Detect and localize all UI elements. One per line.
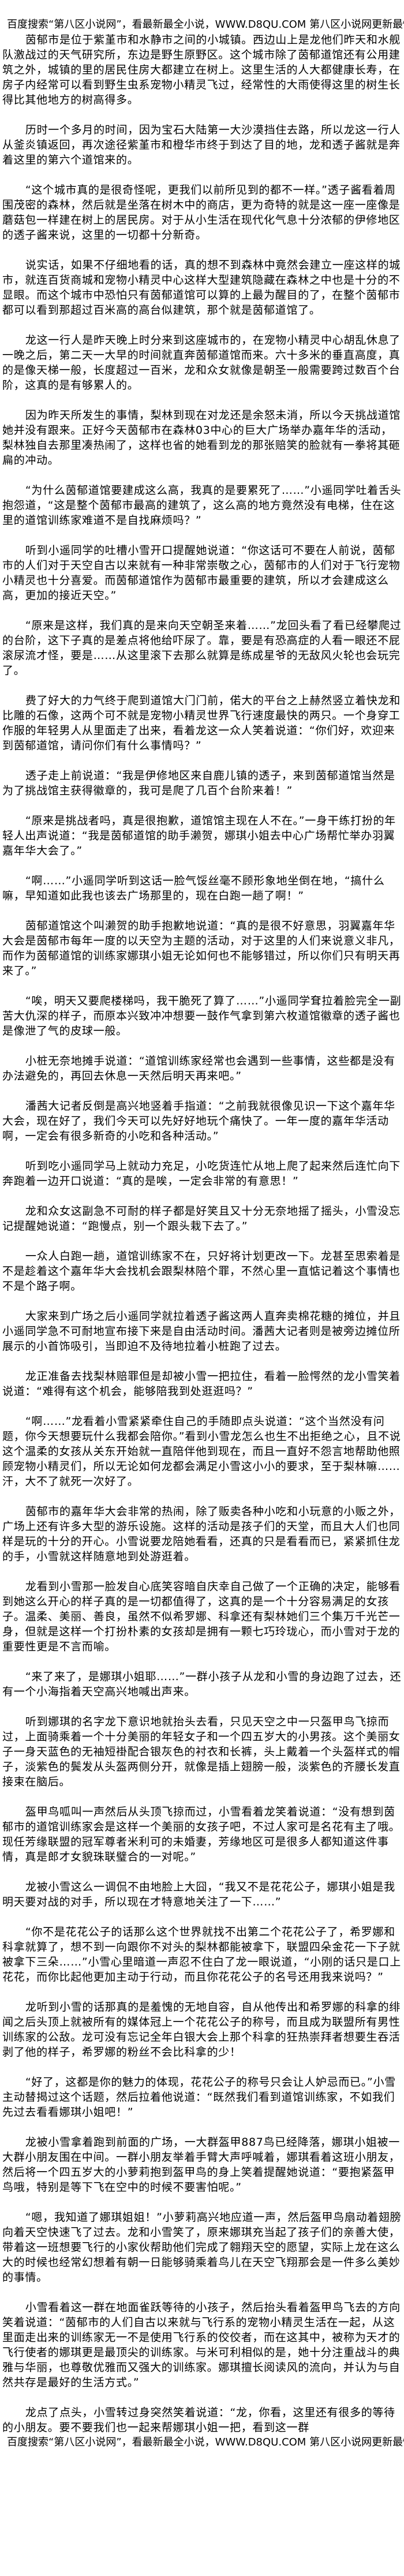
paragraph: “嗯，我知道了娜琪姐姐！”小萝莉高兴地应道一声，然后盔甲鸟扇动着翅膀向着天空快速… [2,2211,402,2284]
paragraph: 龙听到小雪的话那真的是羞愧的无地自容，自从他传出和希罗娜的科拿的绯闻之后头顶上就… [2,2001,401,2058]
paragraph: “原来是挑战者吗，真是很抱歉，道馆馆主现在人不在。”一身干练打扮的年轻人出声说道… [2,814,396,857]
paragraph: “原来是这样，我们真的是来向天空朝圣来着……”龙回头看了看已经攀爬过的台阶，这下… [2,619,402,677]
paragraph: “你不是花花公子的话那么这个世界就找不出第二个花花公子了，希罗娜和科拿就算了，想… [2,1926,401,1983]
site-banner-top: 百度搜索“第八区小说网”，看最新最全小说，WWW.D8QU.COM 第八区小说网… [7,18,404,31]
paragraph: 龙点了点头，小雪转过身突然笑着说道：“龙，你看，这里还有很多的等待的小朋友。要不… [2,2406,395,2434]
paragraph: 盔甲鸟呱叫一声然后从头顶飞掠而过，小雪看着龙笑着说道：“没有想到茵郁市的道馆训练… [2,1806,401,1863]
paragraph: 龙这一行人是昨天晚上时分来到这座城市的，在宠物小精灵中心胡乱休息了一晚之后，第二… [2,334,401,392]
paragraph: “好了，这都是你的魅力的体现，花花公子的称号只会让人妒忌而已。”小雪主动替揭过这… [2,2076,396,2119]
paragraph: 潘茜大记者反倒是高兴地竖着手指道：“之前我就很像见识一下这个嘉年华大会，现在好了… [2,1100,395,1142]
paragraph: “啊……”小遥同学听到这话一脸气馁丝毫不顾形象地坐倒在地，“搞什么嘛，早知道如此… [2,874,385,902]
paragraph: 因为昨天所发生的事情，梨林到现在对龙还是余怒未消，所以今天挑战道馆她并没有跟来。… [2,409,401,467]
paragraph: 龙和众女这副急不可耐的样子都是好笑且又十分无奈地摇了摇头，小雪没忘记提醒她说道：… [2,1205,401,1233]
chapter-text: 茵郁市是位于紫堇市和水静市之间的小城镇。西边山上是龙他们昨天和水舰队激战过的天气… [2,32,402,2435]
paragraph: “啊……”龙看着小雪紧紧牵住自己的手随即点头说道：“这个当然没有问题，你今天想要… [2,1415,401,1488]
paragraph: 历时一个多月的时间，因为宝石大陆第一大沙漠挡住去路，所以龙这一行人从釜炎镇返回，… [2,124,401,166]
paragraph: 小桩无奈地摊手说道：“道馆训练家经常也会遇到一些事情，这些都是没有办法避免的，再… [2,1055,395,1082]
paragraph: “这个城市真的是很奇怪呢，更我们以前所见到的都不一样。”透子酱看着周围茂密的森林… [2,184,401,241]
paragraph: 大家来到广场之后小遥同学就拉着透子酱这两人直奔卖棉花糖的摊位，并且小遥同学急不可… [2,1310,401,1353]
paragraph: 说实话，如果不仔细地看的话，真的想不到森林中竟然会建立一座这样的城市，就连百货商… [2,259,401,317]
site-banner-bottom: 百度搜索“第八区小说网”，看最新最全小说，WWW.D8QU.COM 第八区小说网… [7,2436,404,2448]
paragraph: 透子走上前说道：“我是伊修地区来自鹿儿镇的透子，来到茵郁道馆当然是为了挑战馆主获… [2,769,395,797]
novel-page: 百度搜索“第八区小说网”，看最新最全小说，WWW.D8QU.COM 第八区小说网… [2,18,404,2448]
paragraph: 一众人白跑一趟，道馆训练家不在，只好将计划更改一下。龙甚至思索着是不是趁着这个嘉… [2,1250,401,1293]
paragraph: “为什么茵郁道馆要建成这么高，我真的是要累死了……”小遥同学吐着舌头抱怨道，“这… [2,484,402,527]
paragraph: 茵郁市是位于紫堇市和水静市之间的小城镇。西边山上是龙他们昨天和水舰队激战过的天气… [2,33,401,106]
paragraph: “来了来了，是娜琪小姐耶……”一群小孩子从龙和小雪的身边跑了过去，还有一个小海指… [2,1670,402,1698]
paragraph: 龙被小雪拿着跑到前面的广场，一大群盔甲887鸟已经降落，娜琪小姐被一大群小朋友围… [2,2136,401,2194]
paragraph: “唉，明天又要爬楼梯吗，我干脆死了算了……”小遥同学耷拉着脸完全一副苦大仇深的样… [2,995,402,1037]
paragraph: 听到娜琪的名字龙下意识地就抬头去看，只见天空之中一只盔甲鸟飞掠而过，上面骑乘着一… [2,1715,401,1788]
paragraph: 听到吃小遥同学马上就动力充足，小吃货连忙从地上爬了起来然后连忙向下奔跑着一边开口… [2,1160,401,1188]
paragraph: 龙看到小雪那一脸发自心底笑容暗自庆幸自己做了一个正确的决定，能够看到她这么开心的… [2,1580,401,1653]
paragraph: 茵郁市的嘉年华大会非常的热闹，除了贩卖各种小吃和小玩意的小贩之外，广场上还有许多… [2,1505,401,1563]
paragraph: 龙被小雪这么一调侃不由地脸上大囧，“我又不是花花公子，娜琪小姐是我明天要对战的对… [2,1881,395,1908]
paragraph: 小雪看着这一群在地面雀跃等待的小孩子，然后抬头看着盔甲鸟飞去的方向笑着说道：“茵… [2,2301,401,2389]
paragraph: 茵郁道馆这个叫濑贺的助手抱歉地说道：“真的是很不好意思，羽翼嘉年华大会是茵郁市每… [2,920,401,977]
paragraph: 听到小遥同学的吐槽小雪开口提醒她说道：“你这话可不要在人前说，茵郁市的人们对于天… [2,544,401,602]
paragraph: 龙正准备去找梨林赔罪但是却被小雪一把拉住，看着一脸愕然的龙小雪笑着说道：“难得有… [2,1370,401,1398]
paragraph: 费了好大的力气终于爬到道馆大门门前，偌大的平台之上赫然竖立着快龙和比雕的石像，这… [2,694,401,752]
